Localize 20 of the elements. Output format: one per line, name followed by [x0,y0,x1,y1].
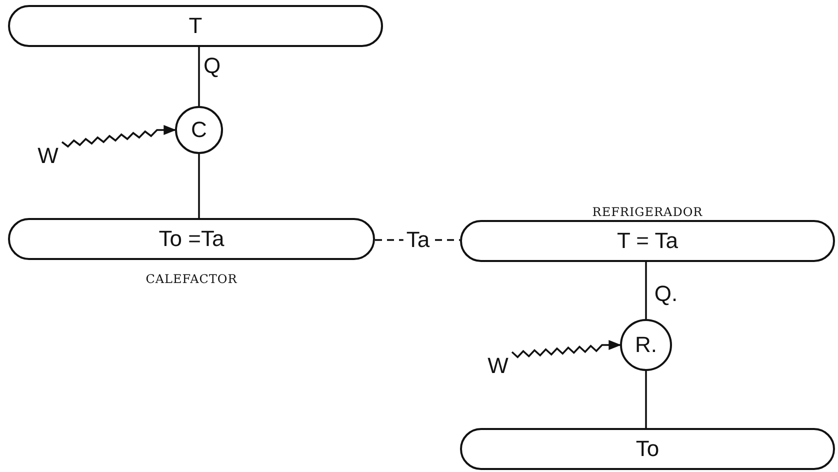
node-text: To =Ta [158,228,224,250]
connector-line [198,154,200,218]
connector-line [645,371,647,428]
node-text: W [488,355,508,377]
wavy-arrow [511,340,622,358]
wavy-arrow [61,124,176,148]
reservoir-bar [460,428,835,470]
node-text: T [188,15,202,37]
reservoir-bar [8,5,383,47]
node-text: T = Ta [617,230,678,252]
node-text: To [636,438,660,460]
connector-line [645,262,647,319]
connector-line [198,47,200,106]
node-text: W [38,145,58,167]
machine-circle [620,319,672,371]
node-text: R. [635,334,657,356]
node-text: C [191,119,207,141]
device-caption: CALEFACTOR [144,272,238,286]
device-caption: REFRIGERADOR [591,205,704,219]
machine-circle [175,106,223,154]
